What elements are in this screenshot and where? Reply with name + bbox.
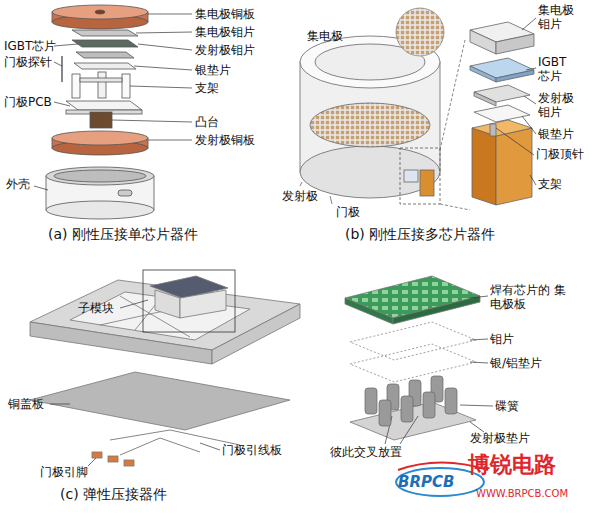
watermark: WWW.BRPCB.COM bbox=[476, 488, 568, 500]
part-label: 集电极铜板 bbox=[195, 8, 255, 22]
part-label: 发射极 钼片 bbox=[538, 92, 582, 120]
part-label: 银/铝垫片 bbox=[490, 357, 542, 371]
part-label: 发射极钼片 bbox=[195, 44, 255, 58]
part-label: 支架 bbox=[538, 178, 562, 192]
part-label: 集电极钼片 bbox=[195, 26, 255, 40]
part-label: 钼片 bbox=[490, 333, 514, 347]
part-label: 子模块 bbox=[78, 302, 114, 316]
part-label: 集电极 钼片 bbox=[538, 4, 582, 32]
watermark: BRPCB bbox=[398, 474, 454, 491]
part-label: 银垫片 bbox=[538, 128, 574, 142]
part-label: 门极引脚 bbox=[40, 466, 88, 480]
part-label: 集电极 bbox=[307, 30, 343, 44]
part-label: 支架 bbox=[195, 82, 219, 96]
part-label: IGBT芯片 bbox=[4, 40, 56, 54]
part-label: 发射极铜板 bbox=[195, 134, 255, 148]
part-label: 焊有芯片的 集电极板 bbox=[490, 284, 568, 312]
part-label: 外壳 bbox=[6, 178, 30, 192]
part-label: IGBT 芯片 bbox=[538, 56, 582, 84]
part-label: 发射极 bbox=[282, 190, 318, 204]
part-label: 彼此交叉放置 bbox=[330, 446, 402, 460]
watermark: 博锐电路 bbox=[468, 452, 556, 477]
part-label: 门极引线板 bbox=[222, 444, 282, 458]
part-label: 门极顶针 bbox=[536, 148, 584, 162]
part-label: 铜盖板 bbox=[8, 398, 44, 412]
part-label: 门极PCB bbox=[4, 96, 52, 110]
sub-caption: (a) 刚性压接单芯片器件 bbox=[48, 226, 198, 242]
sub-caption: (c) 弹性压接器件 bbox=[60, 486, 167, 502]
part-label: 门极探针 bbox=[4, 56, 52, 70]
part-label: 银垫片 bbox=[195, 64, 231, 78]
part-label: 发射极垫片 bbox=[470, 432, 530, 446]
part-label: 凸台 bbox=[195, 116, 219, 130]
part-label: 门极 bbox=[336, 206, 360, 220]
sub-caption: (b) 刚性压接多芯片器件 bbox=[345, 226, 495, 242]
part-label: 碟簧 bbox=[495, 400, 519, 414]
